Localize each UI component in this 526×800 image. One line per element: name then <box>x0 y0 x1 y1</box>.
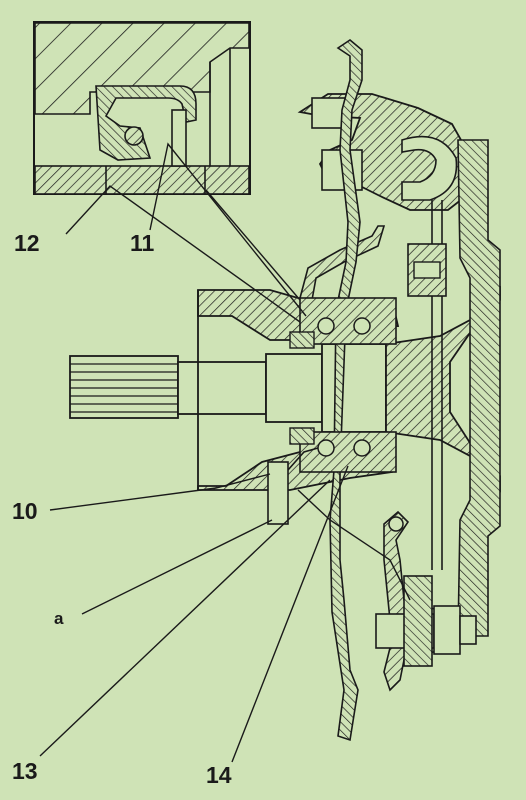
abs-sensor-cable <box>287 447 319 471</box>
leader-11 <box>149 142 307 317</box>
callout-10: 10 <box>12 498 38 524</box>
shaft-journal <box>265 353 323 423</box>
inset-seal-insert <box>171 109 187 167</box>
inset-seal <box>95 85 197 161</box>
leader-14 <box>231 465 349 763</box>
spline-teeth <box>70 363 178 413</box>
strut-bore <box>401 135 458 201</box>
inset-shaft <box>34 165 250 195</box>
seal-lower <box>289 427 315 445</box>
abs-sensor <box>267 447 411 601</box>
leader-a <box>81 519 273 615</box>
shaft-body <box>177 361 267 415</box>
seal-upper <box>289 331 315 349</box>
shaft-collar <box>321 343 387 433</box>
inset-seal-spring <box>124 126 144 146</box>
caliper-pad <box>403 575 433 667</box>
disc-outer <box>457 139 501 637</box>
bearing-ball-upper-2 <box>353 317 371 335</box>
caliper-pin <box>388 516 404 532</box>
caliper-lower <box>375 510 477 692</box>
callout-a: a <box>54 609 64 628</box>
leader-inset-guide <box>205 189 301 301</box>
leader-12 <box>65 185 301 323</box>
callout-11: 11 <box>130 230 155 256</box>
leader-13 <box>39 479 331 757</box>
leader-lines <box>39 142 349 763</box>
caliper-bolt-head <box>433 605 461 655</box>
abs-sensor-lead <box>297 489 411 601</box>
callout-13: 13 <box>12 758 38 784</box>
shaft-spline <box>69 355 179 419</box>
bearing-ball-lower-1 <box>317 439 335 457</box>
backing-plate <box>329 39 363 742</box>
caliper-bolt-nut <box>459 615 477 645</box>
bearing-outer-race-lower <box>299 431 397 473</box>
callout-14: 14 <box>206 762 232 788</box>
brake-disc <box>385 139 501 637</box>
detail-inset <box>33 21 251 195</box>
callout-12: 12 <box>14 230 40 256</box>
bearing-ball-upper-1 <box>317 317 335 335</box>
abs-sensor-body <box>267 461 289 525</box>
caliper-upper <box>407 243 447 297</box>
knuckle-upper-arm <box>299 225 386 301</box>
wheel-bearing <box>289 297 397 473</box>
upper-bolt-nut <box>413 261 441 279</box>
leader-10 <box>49 473 271 511</box>
bearing-outer-race <box>299 297 397 345</box>
bearing-ball-lower-2 <box>353 439 371 457</box>
